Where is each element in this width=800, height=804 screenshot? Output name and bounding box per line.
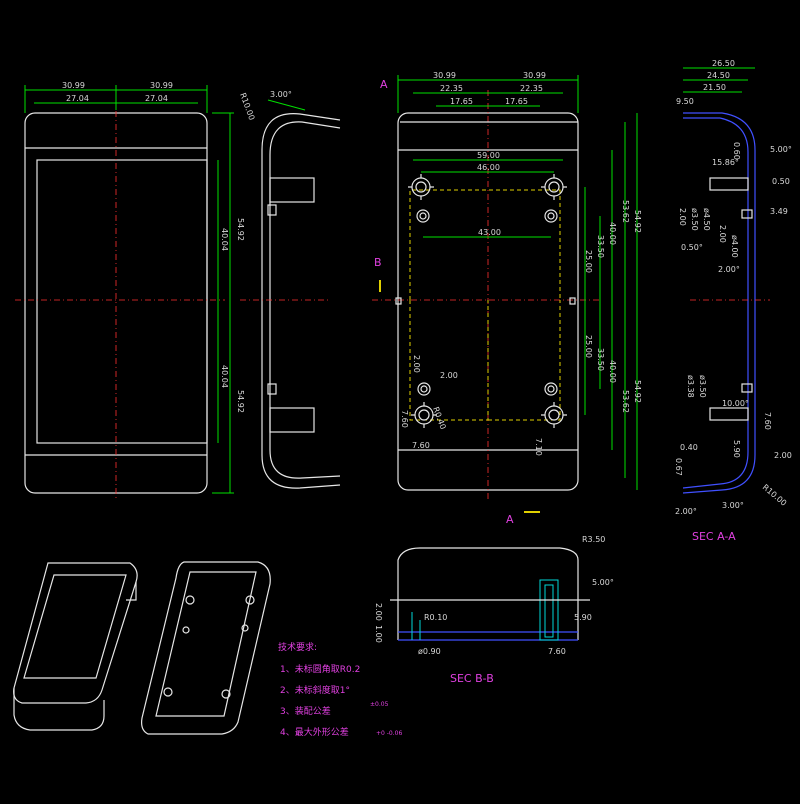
- notes-item-1: 1、未标圆角取R0.2: [280, 663, 360, 675]
- secbb-5-90: 5.90: [574, 613, 592, 622]
- main-dim-mid-left: 22.35: [440, 84, 463, 93]
- secbb-label: SEC B-B: [450, 672, 494, 685]
- front-dim-inner-bottom: 40.04: [220, 365, 229, 388]
- sec-aa-view: 26.50 24.50 21.50 9.50 0.60 5.00° 15.86°…: [674, 59, 792, 543]
- notes-tol-2: +0 -0.06: [376, 730, 402, 737]
- front-dim-right-bottom: 54.92: [236, 390, 245, 413]
- main-view: 30.99 30.99 22.35 22.35 17.65 17.65 59.0…: [372, 71, 642, 526]
- main-dim-inner-left: 17.65: [450, 97, 473, 106]
- notes-item-4: 4、最大外形公差: [280, 726, 349, 738]
- secaa-dim-0-50deg: 0.50°: [681, 243, 703, 252]
- sec-bb-view: R3.50 5.00° 2.00 1.00 R0.10 ø0.90 5.90 7…: [374, 535, 614, 685]
- main-dim-25-bottom: 25.00: [584, 335, 593, 358]
- secaa-dim-9-50: 9.50: [676, 97, 694, 106]
- main-dim-40-bottom: 40.00: [608, 360, 617, 383]
- boss-bottom-right: [541, 402, 567, 428]
- main-dim-boss-7-60b: 7.60: [412, 441, 430, 450]
- secbb-angle: 5.00°: [592, 578, 614, 587]
- secbb-radius: R3.50: [582, 535, 605, 544]
- main-dim-53-62-top: 53.62: [621, 200, 630, 223]
- main-dim-mid-right: 22.35: [520, 84, 543, 93]
- main-dim-43: 43.00: [478, 228, 501, 237]
- secaa-dim-0-60: 0.60: [732, 142, 741, 160]
- main-dim-33-50-bottom: 33.50: [596, 348, 605, 371]
- front-dim-right-top: 54.92: [236, 218, 245, 241]
- main-dim-top-left: 30.99: [433, 71, 456, 80]
- secaa-dim-0-67: 0.67: [674, 458, 683, 476]
- secbb-1-00: 1.00: [374, 625, 383, 643]
- boss-top-left: [408, 174, 434, 200]
- main-dim-boss-7-60a: 7.60: [400, 410, 409, 428]
- main-dim-boss-2b: 2.00: [440, 371, 458, 380]
- secaa-dim-5-90: 5.90: [732, 440, 741, 458]
- main-dim-54-92-top: 54.92: [633, 210, 642, 233]
- main-dim-boss-radius: R0.40: [431, 406, 447, 431]
- main-dim-59: 59.00: [477, 151, 500, 160]
- notes-item-3: 3、装配公差: [280, 705, 331, 717]
- side-radius: R10.00: [238, 92, 256, 122]
- secaa-dim-5deg: 5.00°: [770, 145, 792, 154]
- secaa-dim-3deg: 3.00°: [722, 501, 744, 510]
- secaa-dim-2-00c: 2.00: [774, 451, 792, 460]
- front-view: 30.99 30.99 27.04 27.04 54.92 40.04 40.0…: [15, 81, 245, 500]
- secaa-dim-radius: R10.00: [761, 483, 789, 508]
- secaa-dim-7-60: 7.60: [763, 412, 772, 430]
- secaa-dim-phi-3-50b: ø3.50: [698, 375, 707, 398]
- secaa-dim-phi-4-00: ø4.00: [730, 235, 739, 258]
- secaa-dim-10deg: 10.00°: [722, 399, 749, 408]
- main-dim-top-right: 30.99: [523, 71, 546, 80]
- secaa-dim-24-50: 24.50: [707, 71, 730, 80]
- side-angle: 3.00°: [270, 90, 292, 99]
- side-view: 3.00° R10.00: [238, 90, 341, 489]
- notes-item-2: 2、未标斜度取1°: [280, 684, 350, 696]
- secaa-label: SEC A-A: [692, 530, 736, 543]
- secaa-dim-2-00b: 2.00: [718, 225, 727, 243]
- secaa-dim-21-50: 21.50: [703, 83, 726, 92]
- front-dim-top-left: 30.99: [62, 81, 85, 90]
- notes-tol-1: ±0.05: [370, 701, 389, 708]
- secaa-dim-phi-3-38: ø3.38: [686, 375, 695, 398]
- main-dim-40-top: 40.00: [608, 222, 617, 245]
- front-dim-inner-left: 27.04: [66, 94, 89, 103]
- main-dim-inner-right: 17.65: [505, 97, 528, 106]
- section-a-bottom: A: [506, 513, 514, 526]
- secaa-dim-2-00deg: 2.00°: [718, 265, 740, 274]
- secbb-phi-0-90: ø0.90: [418, 647, 441, 656]
- iso-view-back: [141, 561, 271, 735]
- section-b-left: B: [374, 256, 382, 269]
- secaa-dim-2deg: 2.00°: [675, 507, 697, 516]
- iso-view-front: [13, 562, 138, 731]
- main-dim-46: 46.00: [477, 163, 500, 172]
- secbb-r0-10: R0.10: [424, 613, 447, 622]
- secaa-dim-phi-4-50: ø4.50: [702, 208, 711, 231]
- boss-bottom-left: [411, 402, 437, 428]
- secaa-dim-0-40: 0.40: [680, 443, 698, 452]
- section-a-top: A: [380, 78, 388, 91]
- main-dim-53-62-bottom: 53.62: [621, 390, 630, 413]
- secbb-7-60: 7.60: [548, 647, 566, 656]
- front-dim-inner-right: 27.04: [145, 94, 168, 103]
- secaa-dim-0-50: 0.50: [772, 177, 790, 186]
- secaa-dim-2-00a: 2.00: [678, 208, 687, 226]
- main-dim-boss-2a: 2.00: [412, 355, 421, 373]
- main-dim-33-50-top: 33.50: [596, 235, 605, 258]
- secaa-dim-26-50: 26.50: [712, 59, 735, 68]
- tech-notes: 技术要求: 1、未标圆角取R0.2 2、未标斜度取1° 3、装配公差 4、最大外…: [278, 641, 402, 738]
- main-dim-54-92-bottom: 54.92: [633, 380, 642, 403]
- notes-title: 技术要求:: [278, 641, 317, 653]
- secaa-dim-phi-3-50a: ø3.50: [690, 208, 699, 231]
- main-dim-boss-7-10: 7.10: [534, 438, 543, 456]
- secaa-dim-15-86deg: 15.86°: [712, 158, 739, 167]
- front-dim-inner-top: 40.04: [220, 228, 229, 251]
- secaa-dim-3-49: 3.49: [770, 207, 788, 216]
- front-dim-top-right: 30.99: [150, 81, 173, 90]
- main-dim-25-top: 25.00: [584, 250, 593, 273]
- secbb-2-00: 2.00: [374, 603, 383, 621]
- boss-top-right: [541, 174, 567, 200]
